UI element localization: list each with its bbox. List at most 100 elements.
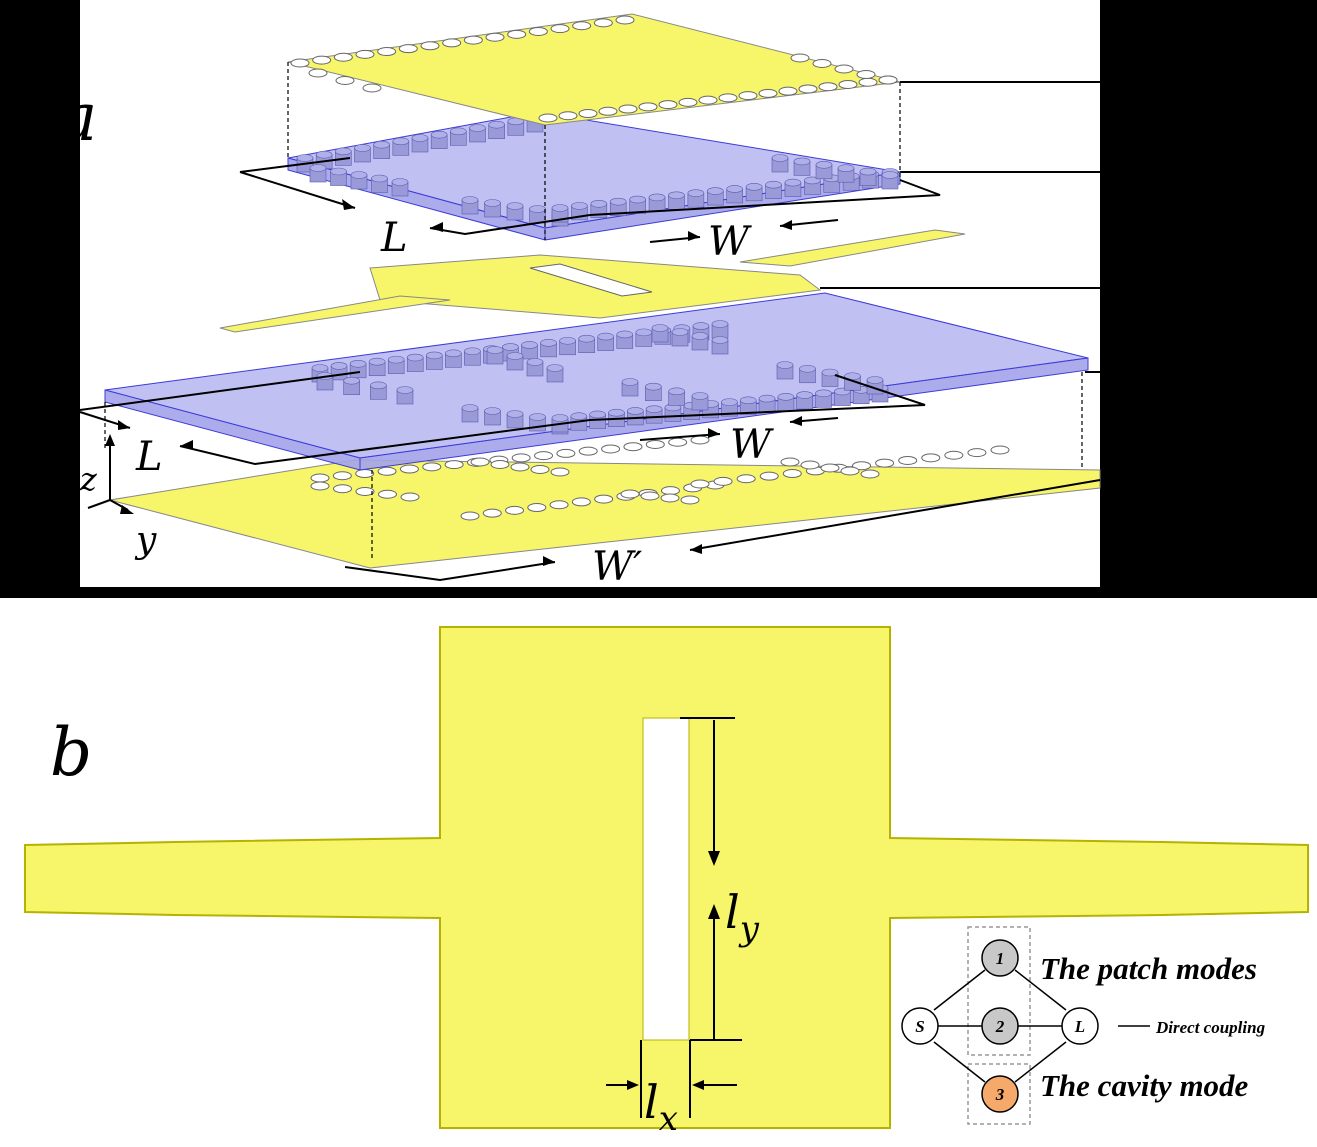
bottom-dashed-guides xyxy=(104,372,1083,560)
via-cylinder xyxy=(521,341,538,360)
via-cylinder xyxy=(668,191,685,210)
via-hole xyxy=(482,508,502,518)
via-hole xyxy=(534,451,554,461)
via-cylinder xyxy=(411,134,429,153)
via-hole xyxy=(852,461,872,471)
via-cylinder xyxy=(706,187,724,206)
via-cylinder xyxy=(506,202,524,221)
via-hole xyxy=(736,474,756,484)
via-hole xyxy=(812,59,832,68)
via-cylinder xyxy=(726,185,744,204)
top-substrate-vias xyxy=(296,114,899,227)
via-cylinder xyxy=(391,178,409,197)
via-cylinder xyxy=(370,381,387,400)
via-hole xyxy=(598,106,618,116)
via-hole xyxy=(362,83,382,93)
via-hole xyxy=(660,493,680,503)
via-cylinder xyxy=(777,393,795,412)
via-cylinder xyxy=(392,137,410,156)
via-cylinder xyxy=(784,178,802,197)
via-cylinder xyxy=(373,140,390,159)
via-hole xyxy=(718,93,738,103)
via-hole xyxy=(378,489,397,499)
coupling-diagram: S 1 2 3 L The patch modes Direct couplin… xyxy=(897,925,1317,1147)
cavity-mode-label: The cavity mode xyxy=(1040,1068,1249,1103)
via-hole xyxy=(658,100,678,110)
via-hole xyxy=(578,446,598,456)
via-cylinder xyxy=(469,124,486,143)
via-cylinder xyxy=(821,368,839,387)
top-dashed-guides xyxy=(287,62,901,240)
via-hole xyxy=(620,489,640,499)
via-hole xyxy=(550,24,570,34)
via-hole xyxy=(840,466,860,476)
via-hole xyxy=(856,70,876,79)
via-hole xyxy=(510,462,530,472)
via-hole xyxy=(790,53,810,63)
via-cylinder xyxy=(664,403,682,422)
slot-dimension-arrowheads xyxy=(627,851,720,1090)
via-cylinder xyxy=(396,386,414,405)
via-hole xyxy=(399,464,419,474)
via-cylinder xyxy=(570,412,588,431)
node-3-label: 3 xyxy=(995,1085,1005,1104)
via-cylinder xyxy=(589,410,606,429)
via-cylinder xyxy=(635,328,653,347)
node-source-label: S xyxy=(915,1017,924,1036)
via-cylinder xyxy=(648,193,666,212)
via-cylinder xyxy=(837,164,855,183)
via-hole xyxy=(593,18,613,28)
via-cylinder xyxy=(464,347,481,366)
via-cylinder xyxy=(616,330,634,349)
via-hole xyxy=(312,55,332,65)
via-cylinder xyxy=(330,167,347,186)
via-cylinder xyxy=(609,197,627,216)
direct-coupling-label: Direct coupling xyxy=(1155,1018,1266,1037)
z-axis-arrow xyxy=(105,434,115,446)
via-cylinder xyxy=(526,358,544,377)
via-hole xyxy=(290,58,310,68)
via-cylinder xyxy=(815,161,833,180)
coupling-diagram-background xyxy=(897,925,1317,1147)
via-cylinder xyxy=(546,364,564,383)
panel-a-label: a xyxy=(58,79,97,156)
via-cylinder xyxy=(461,196,479,215)
via-cylinder xyxy=(621,378,639,397)
via-cylinder xyxy=(387,355,405,374)
via-hole xyxy=(690,479,710,489)
via-hole xyxy=(463,35,483,45)
via-cylinder xyxy=(335,147,352,166)
via-cylinder xyxy=(445,349,462,368)
via-hole xyxy=(528,26,548,36)
via-cylinder xyxy=(343,376,360,395)
slot-top-view xyxy=(642,717,690,1041)
bottom-substrate-vias xyxy=(311,320,889,435)
via-cylinder xyxy=(559,336,576,356)
via-cylinder xyxy=(461,404,479,423)
via-cylinder xyxy=(645,405,663,424)
via-hole xyxy=(511,453,531,463)
via-hole xyxy=(780,457,800,467)
via-hole xyxy=(485,32,505,42)
via-cylinder xyxy=(776,361,794,380)
via-hole xyxy=(556,448,576,458)
via-hole xyxy=(668,437,688,447)
via-hole xyxy=(550,467,570,477)
patch-modes-label: The patch modes xyxy=(1040,951,1257,986)
ground-plane-holes xyxy=(310,435,1010,521)
via-cylinder xyxy=(349,360,367,379)
via-hole xyxy=(878,75,898,85)
slot xyxy=(529,263,653,297)
via-cylinder xyxy=(815,389,832,408)
via-hole xyxy=(638,102,658,112)
via-cylinder xyxy=(430,130,448,149)
via-hole xyxy=(490,460,510,469)
via-hole xyxy=(530,465,550,474)
via-cylinder xyxy=(551,414,569,433)
via-hole xyxy=(713,476,733,486)
via-hole xyxy=(782,469,802,479)
via-hole xyxy=(377,47,397,57)
via-hole xyxy=(601,444,621,454)
via-cylinder xyxy=(866,376,884,395)
via-cylinder xyxy=(506,352,524,371)
